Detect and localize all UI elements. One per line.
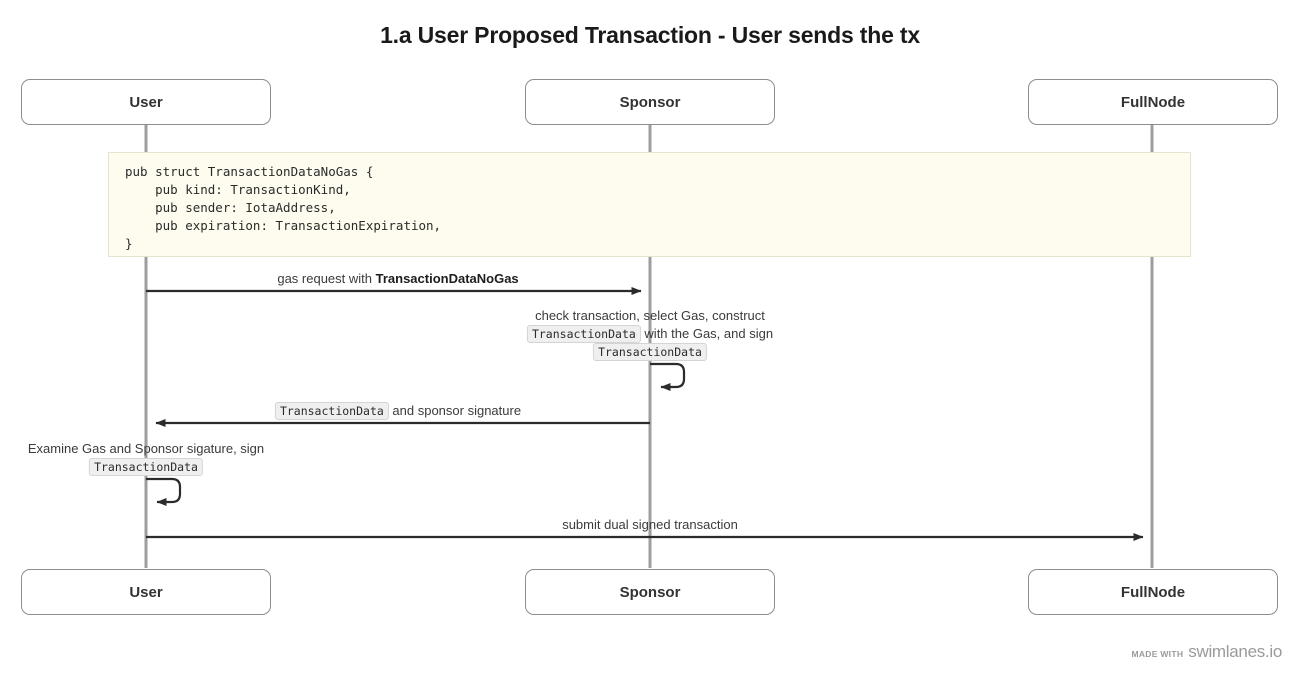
- participant-box-sponsor-bottom[interactable]: Sponsor: [525, 569, 775, 615]
- participant-label-sponsor-top: Sponsor: [619, 93, 681, 111]
- text-fragment: Examine Gas and Sponsor sigature, sign: [27, 441, 265, 456]
- participant-label-fullnode-bottom: FullNode: [1120, 583, 1186, 601]
- participant-label-sponsor-bottom: Sponsor: [619, 583, 681, 601]
- message-label-gas-request: gas request with TransactionDataNoGas: [277, 270, 518, 288]
- code-chip: TransactionData: [593, 343, 707, 361]
- participant-box-sponsor-top[interactable]: Sponsor: [525, 79, 775, 125]
- note-code-text: pub struct TransactionDataNoGas { pub ki…: [125, 164, 442, 251]
- message-label-user-self-line2: TransactionData: [28, 458, 264, 476]
- message-label-gas-request-prefix: gas request with: [277, 271, 376, 286]
- message-label-return-txdata: TransactionData and sponsor signature: [274, 402, 522, 420]
- message-label-gas-request-bold: TransactionDataNoGas: [375, 271, 519, 286]
- arrow-user-self-loop: [146, 477, 182, 506]
- participant-box-fullnode-bottom[interactable]: FullNode: [1028, 569, 1278, 615]
- watermark-made-with-label: Made with: [1131, 649, 1184, 659]
- message-label-user-self-line1: Examine Gas and Sponsor sigature, sign: [28, 440, 264, 458]
- code-chip: TransactionData: [526, 325, 641, 343]
- message-label-submit-tx: submit dual signed transaction: [562, 516, 738, 534]
- note-code-block: pub struct TransactionDataNoGas { pub ki…: [108, 152, 1191, 257]
- text-fragment: submit dual signed transaction: [562, 517, 738, 532]
- text-fragment: check transaction, select Gas, construct: [535, 308, 765, 323]
- message-label-sponsor-self-line2: TransactionData with the Gas, and sign: [526, 325, 774, 343]
- page-title: 1.a User Proposed Transaction - User sen…: [380, 22, 920, 48]
- watermark[interactable]: Made with swimlanes.io: [1131, 642, 1282, 662]
- participant-label-user-bottom: User: [129, 583, 163, 601]
- participant-box-user-bottom[interactable]: User: [21, 569, 271, 615]
- participant-label-fullnode-top: FullNode: [1120, 93, 1186, 111]
- code-chip: TransactionData: [274, 402, 389, 420]
- arrow-sponsor-self-loop: [650, 362, 686, 391]
- text-fragment: with the Gas, and sign: [640, 326, 774, 341]
- participant-box-user-top[interactable]: User: [21, 79, 271, 125]
- code-chip: TransactionData: [89, 458, 203, 476]
- watermark-brand-label: swimlanes.io: [1188, 642, 1282, 661]
- message-label-sponsor-self-line3: TransactionData: [527, 343, 773, 361]
- participant-label-user-top: User: [129, 93, 163, 111]
- message-label-sponsor-self-line1: check transaction, select Gas, construct: [527, 307, 773, 325]
- text-fragment: and sponsor signature: [388, 403, 522, 418]
- participant-box-fullnode-top[interactable]: FullNode: [1028, 79, 1278, 125]
- message-label-sponsor-self: check transaction, select Gas, construct…: [526, 307, 774, 361]
- message-label-user-self: Examine Gas and Sponsor sigature, sign T…: [28, 440, 264, 476]
